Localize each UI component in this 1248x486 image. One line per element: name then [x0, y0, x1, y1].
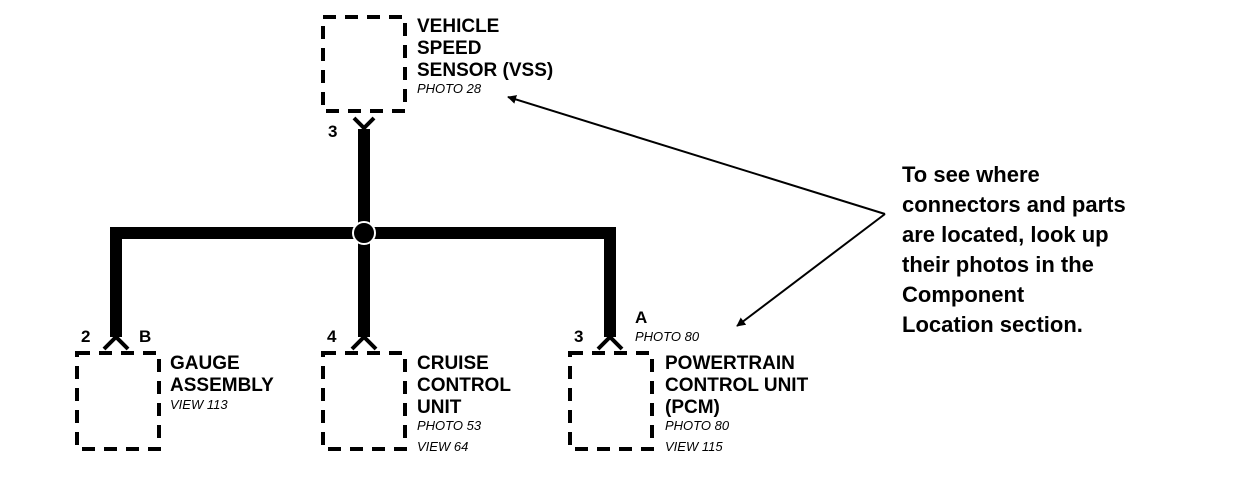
vss-pin-number: 3 [328, 122, 337, 141]
note-text: To see where connectors and parts are lo… [902, 162, 1126, 337]
svg-text:VEHICLE: VEHICLE [417, 16, 499, 37]
cruise-label: CRUISE CONTROL UNIT PHOTO 53 VIEW 64 [417, 353, 511, 454]
svg-text:PHOTO 28: PHOTO 28 [417, 81, 482, 96]
svg-text:SPEED: SPEED [417, 38, 481, 59]
pcm-connector-id: A [635, 308, 647, 327]
cruise-pin-number: 4 [327, 327, 337, 346]
svg-text:PHOTO 80: PHOTO 80 [665, 418, 730, 433]
vss-label: VEHICLE SPEED SENSOR (VSS) PHOTO 28 [417, 16, 553, 96]
svg-text:(PCM): (PCM) [665, 397, 720, 418]
gauge-label: GAUGE ASSEMBLY VIEW 113 [170, 353, 274, 412]
svg-text:SENSOR (VSS): SENSOR (VSS) [417, 60, 553, 81]
cruise-component-box[interactable] [321, 351, 407, 451]
svg-text:are located, look up: are located, look up [902, 222, 1109, 247]
svg-text:UNIT: UNIT [417, 397, 462, 418]
svg-text:VIEW 64: VIEW 64 [417, 439, 468, 454]
pcm-pin-number: 3 [574, 327, 583, 346]
svg-text:Location section.: Location section. [902, 312, 1083, 337]
gauge-connector-id: B [139, 327, 151, 346]
svg-text:VIEW 115: VIEW 115 [665, 439, 723, 454]
svg-text:GAUGE: GAUGE [170, 353, 240, 374]
svg-text:CRUISE: CRUISE [417, 353, 489, 374]
cruise-connector-terminal [350, 334, 378, 351]
arrow-to-vss-photo [507, 95, 886, 215]
svg-text:their photos in the: their photos in the [902, 252, 1094, 277]
gauge-component-box[interactable] [75, 351, 161, 451]
svg-text:To see where: To see where [902, 162, 1040, 187]
vss-connector-terminal [352, 116, 376, 131]
pcm-component-box[interactable] [568, 351, 654, 451]
svg-text:VIEW 113: VIEW 113 [170, 397, 228, 412]
gauge-pin-number: 2 [81, 327, 90, 346]
splice-point [352, 221, 376, 245]
svg-text:Component: Component [902, 282, 1025, 307]
vss-component-box[interactable] [321, 15, 407, 113]
svg-text:ASSEMBLY: ASSEMBLY [170, 375, 274, 396]
gauge-connector-terminal [102, 334, 130, 351]
pcm-connector-terminal [596, 334, 624, 351]
svg-text:CONTROL: CONTROL [417, 375, 511, 396]
svg-text:PHOTO 53: PHOTO 53 [417, 418, 482, 433]
svg-text:POWERTRAIN: POWERTRAIN [665, 353, 795, 374]
svg-text:connectors and parts: connectors and parts [902, 192, 1126, 217]
svg-text:CONTROL UNIT: CONTROL UNIT [665, 375, 809, 396]
pcm-label: POWERTRAIN CONTROL UNIT (PCM) PHOTO 80 V… [665, 353, 809, 454]
arrow-to-pcm-photo [736, 213, 886, 327]
pcm-connector-photo-ref: PHOTO 80 [635, 329, 700, 344]
